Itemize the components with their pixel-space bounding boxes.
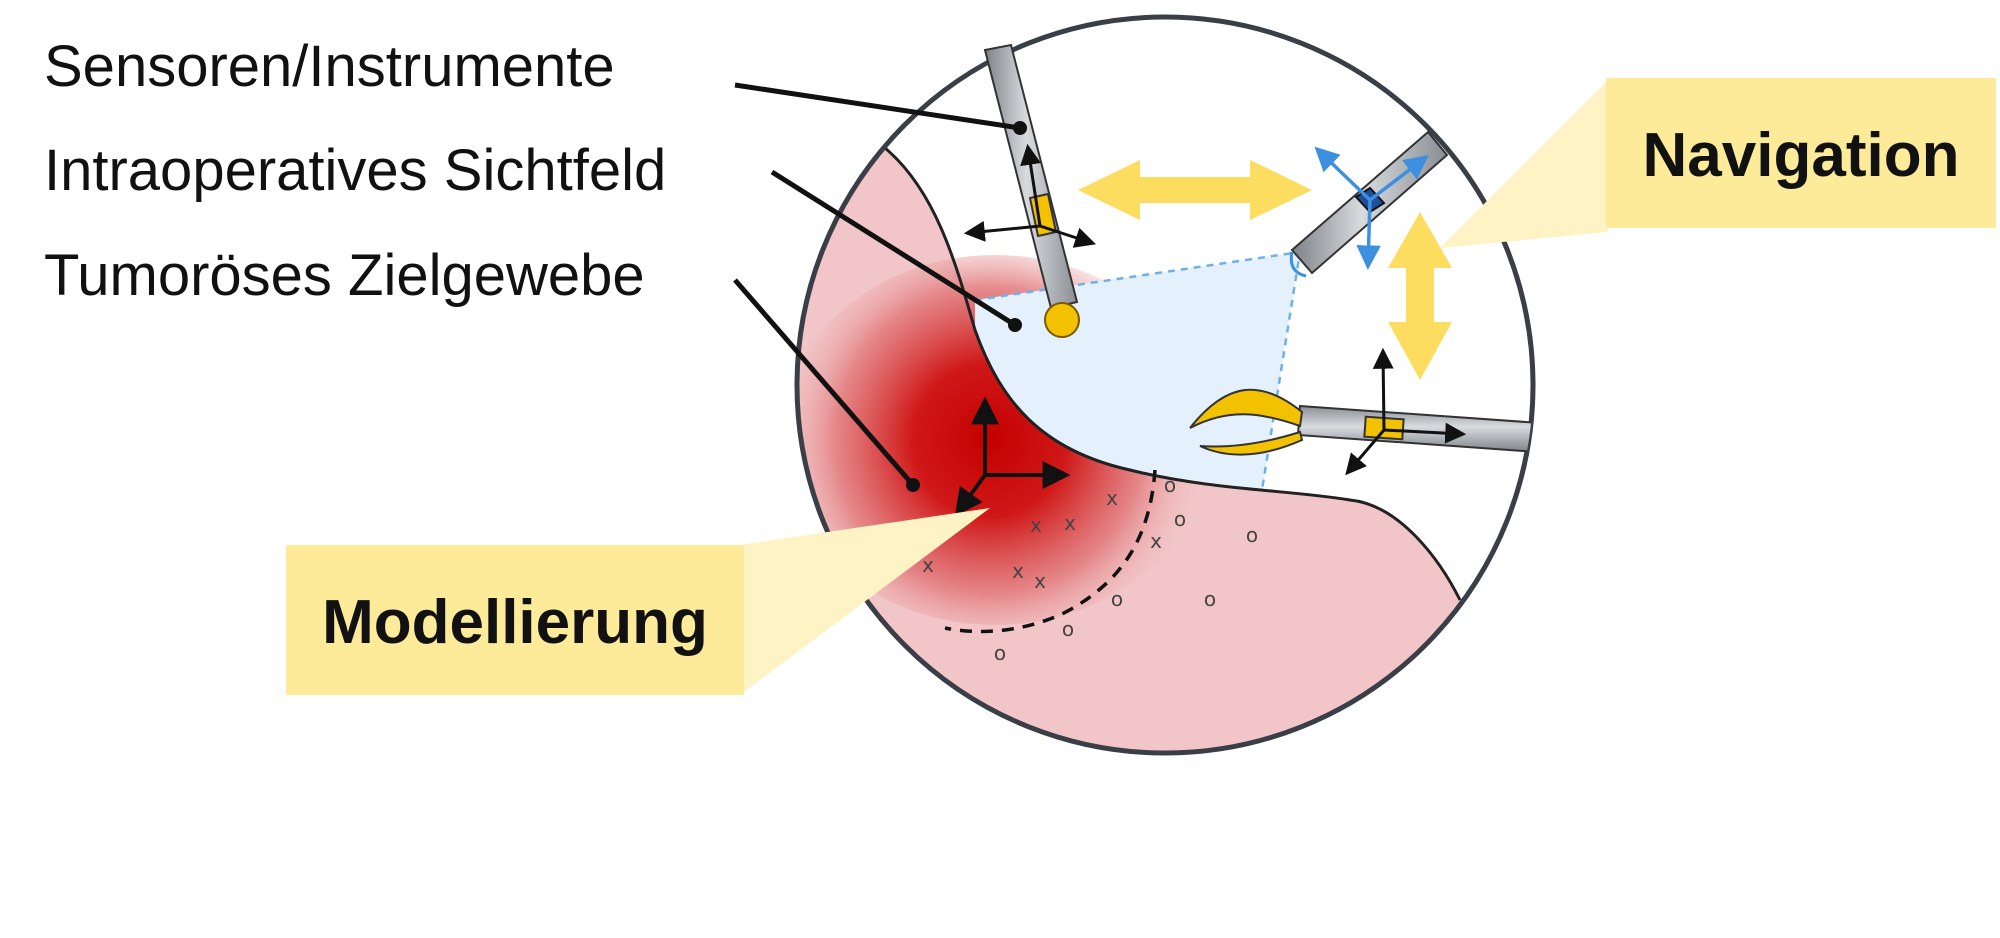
- healthy-sample-marker: o: [1111, 587, 1123, 611]
- navigation-callout-pointer: [1440, 80, 1608, 248]
- gripper-instrument: [1189, 347, 1533, 476]
- label-field-of-view: Intraoperatives Sichtfeld: [44, 138, 1022, 332]
- healthy-sample-marker: o: [1246, 523, 1258, 547]
- modelling-callout-label: Modellierung: [322, 588, 708, 657]
- label-sensors-text: Sensoren/Instrumente: [44, 34, 615, 99]
- label-target-tissue-dot: [906, 478, 920, 492]
- endoscope-lens: [1289, 251, 1307, 278]
- gripper-upper-jaw: [1189, 388, 1304, 429]
- healthy-sample-marker: o: [1204, 587, 1216, 611]
- horizontal-motion-arrow: [1078, 160, 1312, 220]
- healthy-sample-marker: o: [1174, 507, 1186, 531]
- tumor-sample-marker: x: [1030, 513, 1042, 537]
- label-target-tissue-text: Tumoröses Zielgewebe: [44, 243, 645, 308]
- tumor-sample-marker: x: [922, 553, 934, 577]
- surgical-scene: [797, 17, 1533, 753]
- label-sensors-dot: [1013, 121, 1027, 135]
- tumor-sample-marker: x: [1106, 486, 1118, 510]
- healthy-sample-marker: o: [1164, 473, 1176, 497]
- label-field-of-view-dot: [1008, 318, 1022, 332]
- endoscope-instrument: [1289, 130, 1449, 278]
- modelling-callout-pointer: [740, 508, 990, 695]
- label-target-tissue: Tumoröses Zielgewebe: [44, 243, 920, 492]
- navigation-callout-box: [1606, 78, 1996, 228]
- healthy-sample-marker: o: [994, 641, 1006, 665]
- probe-tip: [1044, 302, 1080, 338]
- tumor-boundary: [944, 469, 1157, 634]
- modelling-callout-box: [286, 545, 744, 695]
- tumor-sample-marker: x: [1034, 569, 1046, 593]
- label-field-of-view-text: Intraoperatives Sichtfeld: [44, 138, 666, 203]
- vertical-motion-arrow: [1388, 212, 1452, 380]
- modelling-callout: Modellierung: [286, 508, 990, 695]
- tumor-sample-marker: x: [1012, 559, 1024, 583]
- navigation-callout-label: Navigation: [1643, 121, 1960, 190]
- sensor-probe-instrument: [963, 43, 1096, 338]
- tumor-coordinate-frame: [954, 396, 1071, 517]
- sample-markers: x x x x x x x o o o o o o o: [922, 473, 1258, 665]
- healthy-sample-marker: o: [1062, 617, 1074, 641]
- tumor-sample-marker: x: [1150, 529, 1162, 553]
- scope-boundary: [794, 14, 1536, 756]
- tumor-sample-marker: x: [1064, 511, 1076, 535]
- gripper-lower-jaw: [1199, 430, 1304, 456]
- tissue-outline: [884, 146, 1462, 601]
- label-sensors: Sensoren/Instrumente: [44, 34, 1027, 135]
- navigation-callout: Navigation: [1440, 78, 1996, 248]
